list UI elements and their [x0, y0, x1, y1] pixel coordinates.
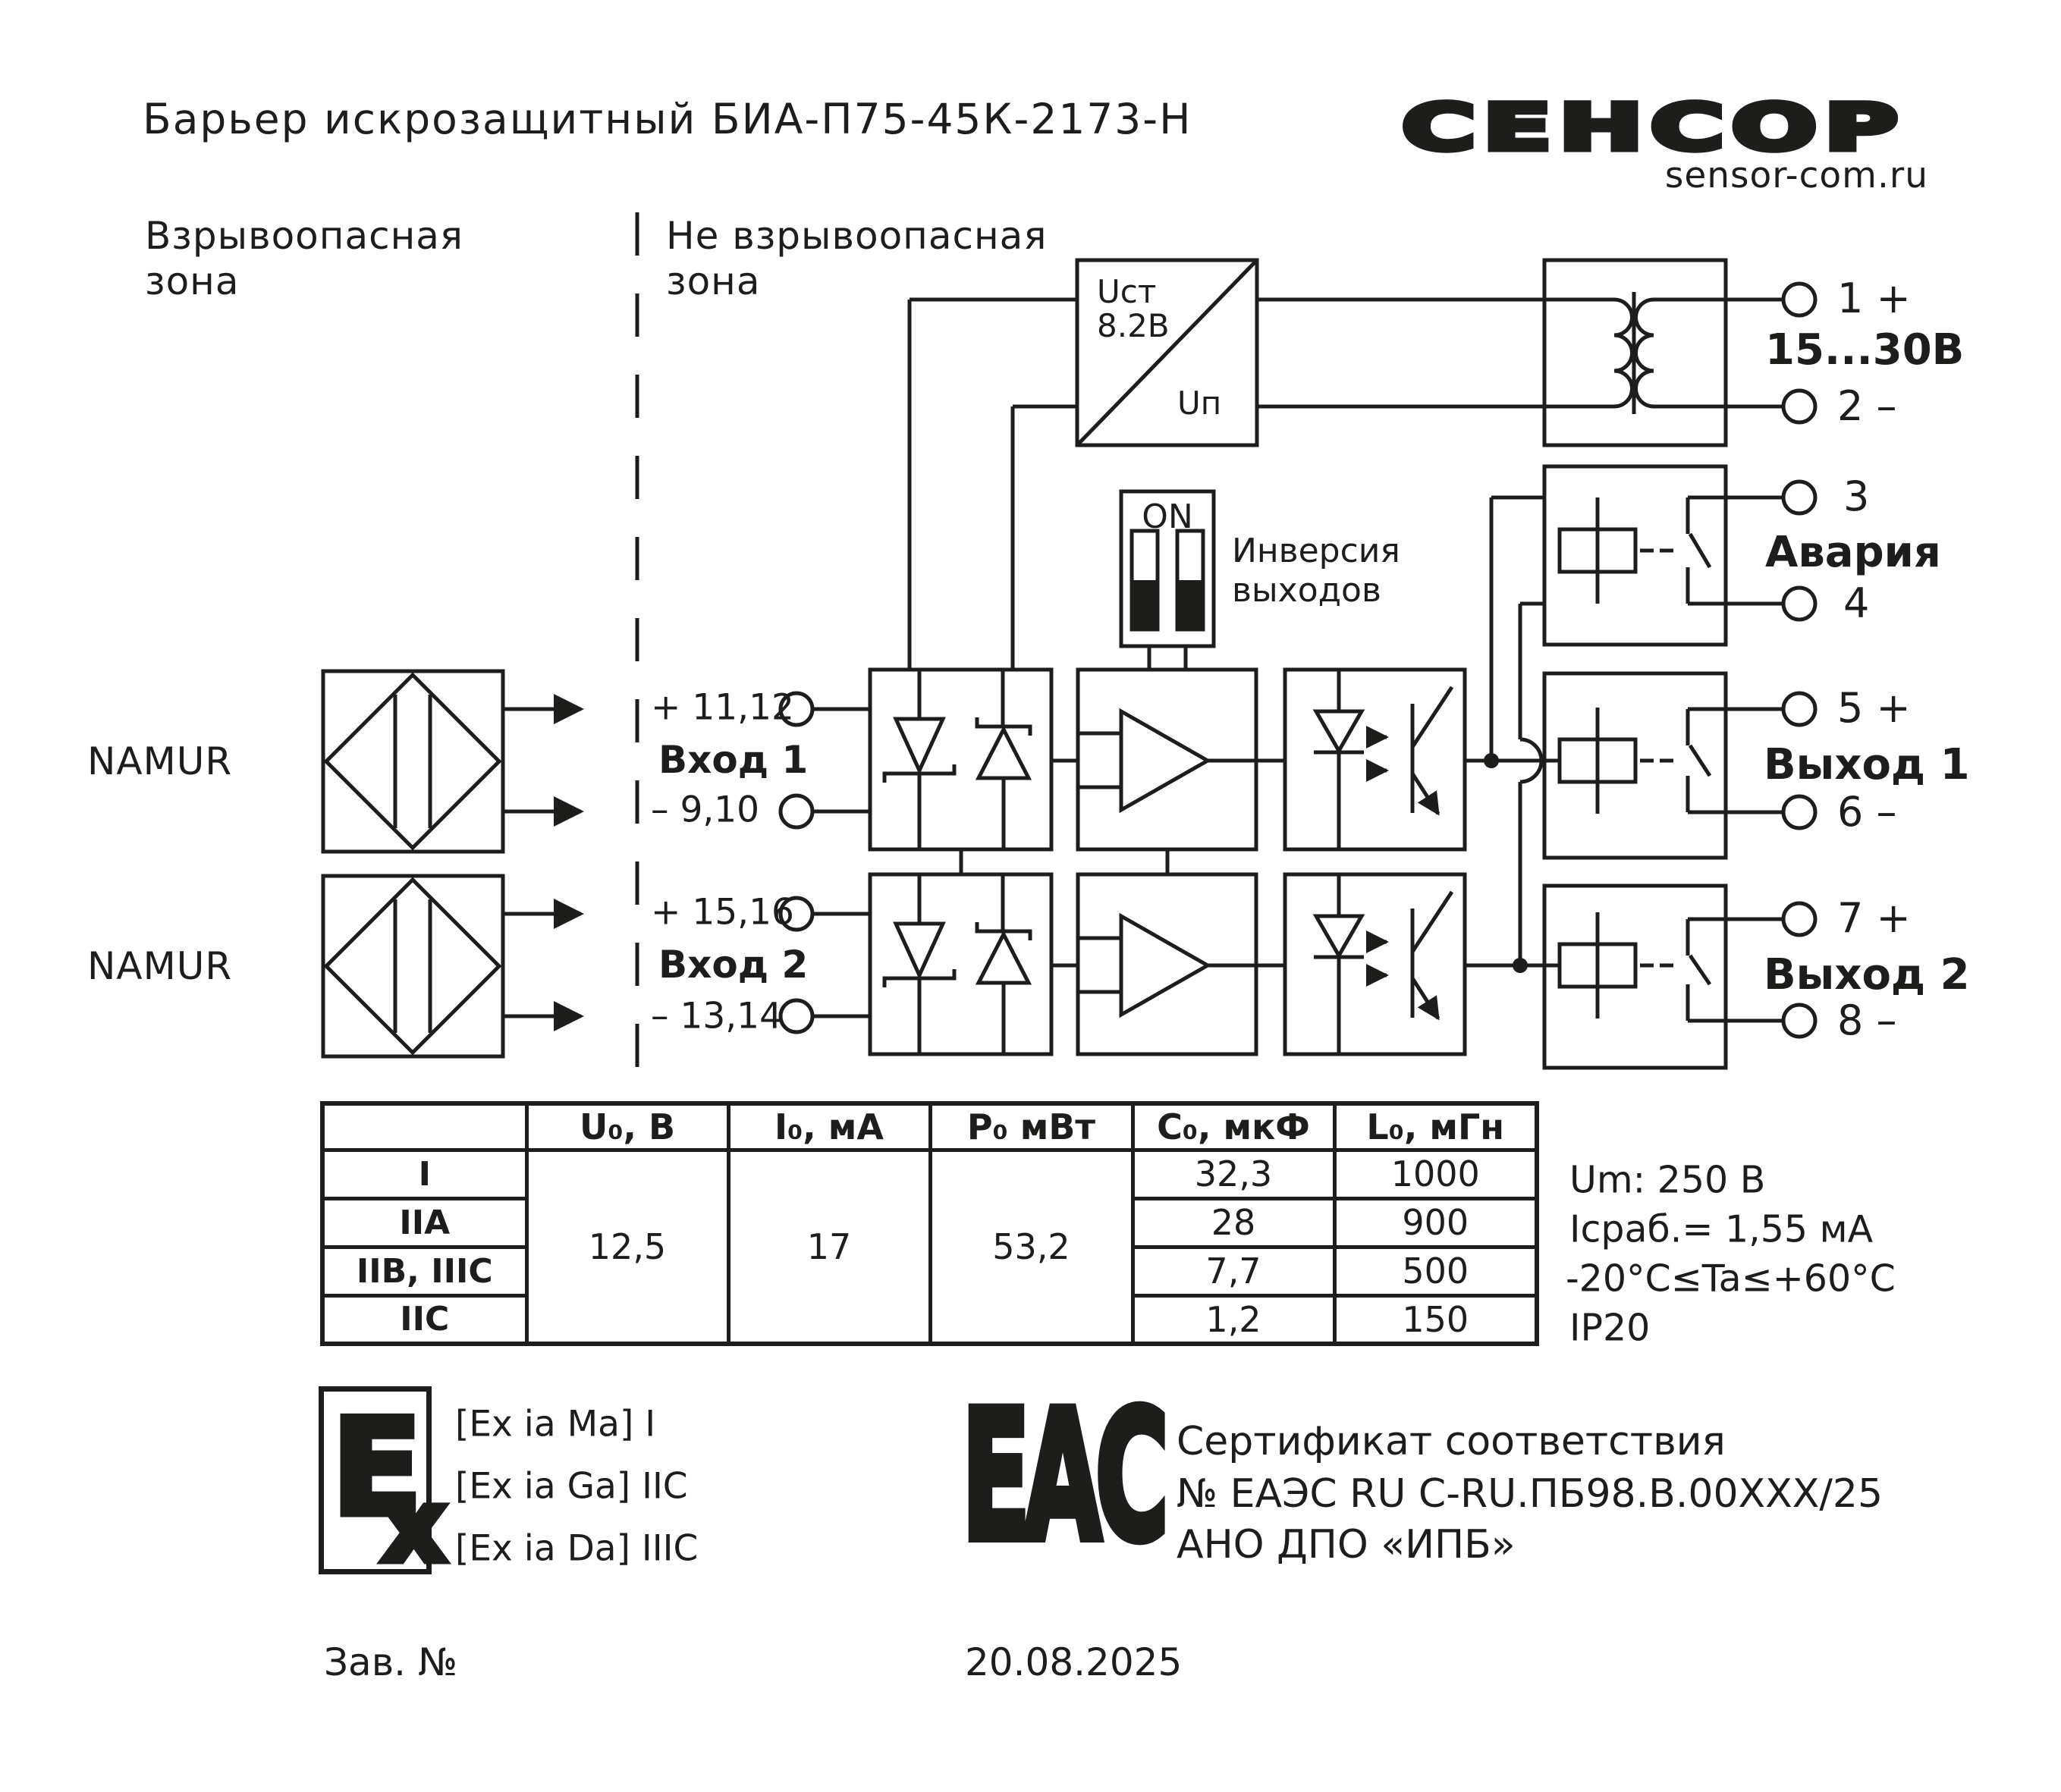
relay-alarm-block	[1542, 464, 1818, 647]
um-spec: Um: 250 В	[1569, 1158, 1766, 1202]
table-header-i0: I₀, мА	[726, 1101, 932, 1152]
table-header-u0: U₀, В	[524, 1101, 730, 1152]
l0-value-cell: 500	[1332, 1244, 1539, 1298]
ip-rating-spec: IP20	[1569, 1306, 1651, 1350]
terminal-2-circle	[1781, 388, 1818, 425]
group-cell: IIB, IIIC	[320, 1244, 529, 1298]
c0-value-cell: 7,7	[1130, 1244, 1337, 1298]
dip-on-label: ON	[1142, 497, 1193, 536]
p0-value-cell: 53,2	[928, 1147, 1135, 1346]
terminal-3-label: 3	[1843, 472, 1870, 520]
transformer-block	[1542, 258, 1728, 447]
terminal-4-circle	[1781, 585, 1818, 622]
operate-current-spec: Iсраб.= 1,55 мА	[1569, 1207, 1874, 1251]
hazardous-zone-label-line2: зона	[145, 259, 240, 303]
date-label: 20.08.2025	[965, 1640, 1183, 1684]
ex-marking-line1: [Ex ia Ma] I	[455, 1403, 656, 1445]
terminal-5-label: 5 +	[1837, 684, 1911, 732]
brand-website: sensor-com.ru	[1664, 155, 1928, 196]
amplifier-block	[1076, 667, 1258, 852]
eac-mark: EAC	[960, 1373, 1171, 1580]
brand-logo: СЕНСОР	[1397, 90, 1905, 165]
safe-zone-label-line1: Не взрывоопасная	[666, 214, 1048, 258]
dip-switch	[1119, 489, 1216, 648]
ex-mark-letter-e: E	[328, 1392, 426, 1546]
safety-parameters-table: U₀, В I₀, мА P₀ мВт C₀, мкФ L₀, мГн I 12…	[320, 1101, 1539, 1346]
table-row: IIA 28 900	[320, 1196, 1539, 1249]
terminal-3-circle	[1781, 479, 1818, 516]
table-header-p0: P₀ мВт	[928, 1101, 1135, 1152]
relay-output1-block	[1542, 671, 1818, 860]
terminal-6-label: 6 –	[1837, 788, 1897, 836]
terminal-4-label: 4	[1843, 579, 1870, 627]
safe-zone-label-line2: зона	[666, 259, 761, 303]
table-header-l0: L₀, мГн	[1332, 1101, 1539, 1152]
namur-label-1: NAMUR	[87, 739, 233, 783]
input1-plus-terminals: + 11,12	[651, 686, 794, 729]
temperature-range-spec: -20°C≤Ta≤+60°C	[1566, 1257, 1896, 1301]
table-header-row: U₀, В I₀, мА P₀ мВт C₀, мкФ L₀, мГн	[320, 1101, 1539, 1152]
input1-minus-terminals: – 9,10	[651, 789, 760, 831]
optocoupler-block	[1283, 667, 1467, 852]
alarm-wiring	[1484, 495, 1544, 973]
input-channel	[321, 667, 1544, 854]
terminal-5-circle	[1781, 691, 1818, 727]
table-header-c0: C₀, мкФ	[1130, 1101, 1337, 1152]
alarm-label: Авария	[1765, 528, 1941, 577]
terminal-1-label: 1 +	[1837, 275, 1911, 322]
inversion-caption-line2: выходов	[1232, 571, 1381, 610]
input-channel-2	[323, 874, 1544, 1056]
group-cell: IIA	[320, 1196, 529, 1249]
up-label: Uп	[1177, 384, 1222, 422]
table-row: IIB, IIIC 7,7 500	[320, 1244, 1539, 1298]
output2-label: Выход 2	[1764, 950, 1970, 1000]
uct-label: Uст	[1097, 273, 1157, 310]
table-header-empty	[320, 1101, 529, 1152]
terminal-6-circle	[1781, 794, 1818, 830]
ex-marking-line2: [Ex ia Ga] IIC	[455, 1465, 688, 1508]
namur-label-2: NAMUR	[87, 944, 233, 988]
ex-mark-letter-x: x	[378, 1468, 449, 1585]
terminal-1-circle	[1781, 281, 1818, 318]
certificate-issuer: АНО ДПО «ИПБ»	[1177, 1522, 1516, 1568]
power-converter-block	[1075, 258, 1259, 447]
serial-number-label: Зав. №	[324, 1640, 457, 1684]
terminal-2-label: 2 –	[1837, 382, 1897, 430]
terminal-7-label: 7 +	[1837, 894, 1911, 942]
i0-value-cell: 17	[726, 1147, 932, 1346]
input2-plus-terminals: + 15,16	[651, 891, 794, 934]
l0-value-cell: 900	[1332, 1196, 1539, 1249]
ex-marking-line3: [Ex ia Da] IIIC	[455, 1527, 699, 1570]
zener-barrier-block	[868, 667, 1054, 852]
input2-name: Вход 2	[658, 943, 809, 987]
input2-minus-terminals: – 13,14	[651, 995, 782, 1037]
group-cell: I	[320, 1147, 529, 1200]
input-terminal-minus-circle	[778, 793, 815, 830]
uct-value-label: 8.2В	[1097, 307, 1170, 344]
output1-label: Выход 1	[1764, 740, 1970, 789]
c0-value-cell: 32,3	[1130, 1147, 1337, 1200]
terminal-8-label: 8 –	[1837, 996, 1897, 1044]
page-title: Барьер искрозащитный БИА-П75-45К-2173-Н	[143, 95, 1192, 143]
table-row: I 12,5 17 53,2 32,3 1000	[320, 1147, 1539, 1346]
namur-sensor-block	[321, 669, 505, 854]
u0-value-cell: 12,5	[524, 1147, 730, 1346]
relay-output2-block	[1542, 883, 1818, 1070]
terminal-8-circle	[1781, 1003, 1818, 1039]
input1-name: Вход 1	[658, 738, 809, 782]
group-cell: IIC	[320, 1293, 529, 1346]
certificate-title: Сертификат соответствия	[1177, 1419, 1726, 1464]
l0-value-cell: 1000	[1332, 1147, 1539, 1200]
hazardous-zone-label-line1: Взрывоопасная	[145, 214, 463, 258]
table-row: IIC 1,2 150	[320, 1293, 1539, 1346]
c0-value-cell: 1,2	[1130, 1293, 1337, 1346]
supply-range-label: 15...30В	[1765, 325, 1965, 375]
c0-value-cell: 28	[1130, 1196, 1337, 1249]
inversion-caption-line1: Инверсия	[1232, 532, 1400, 570]
ex-mark: E x	[319, 1386, 450, 1580]
l0-value-cell: 150	[1332, 1293, 1539, 1346]
certificate-number: № ЕАЭС RU C-RU.ПБ98.В.00XXX/25	[1177, 1471, 1883, 1517]
terminal-7-circle	[1781, 901, 1818, 937]
